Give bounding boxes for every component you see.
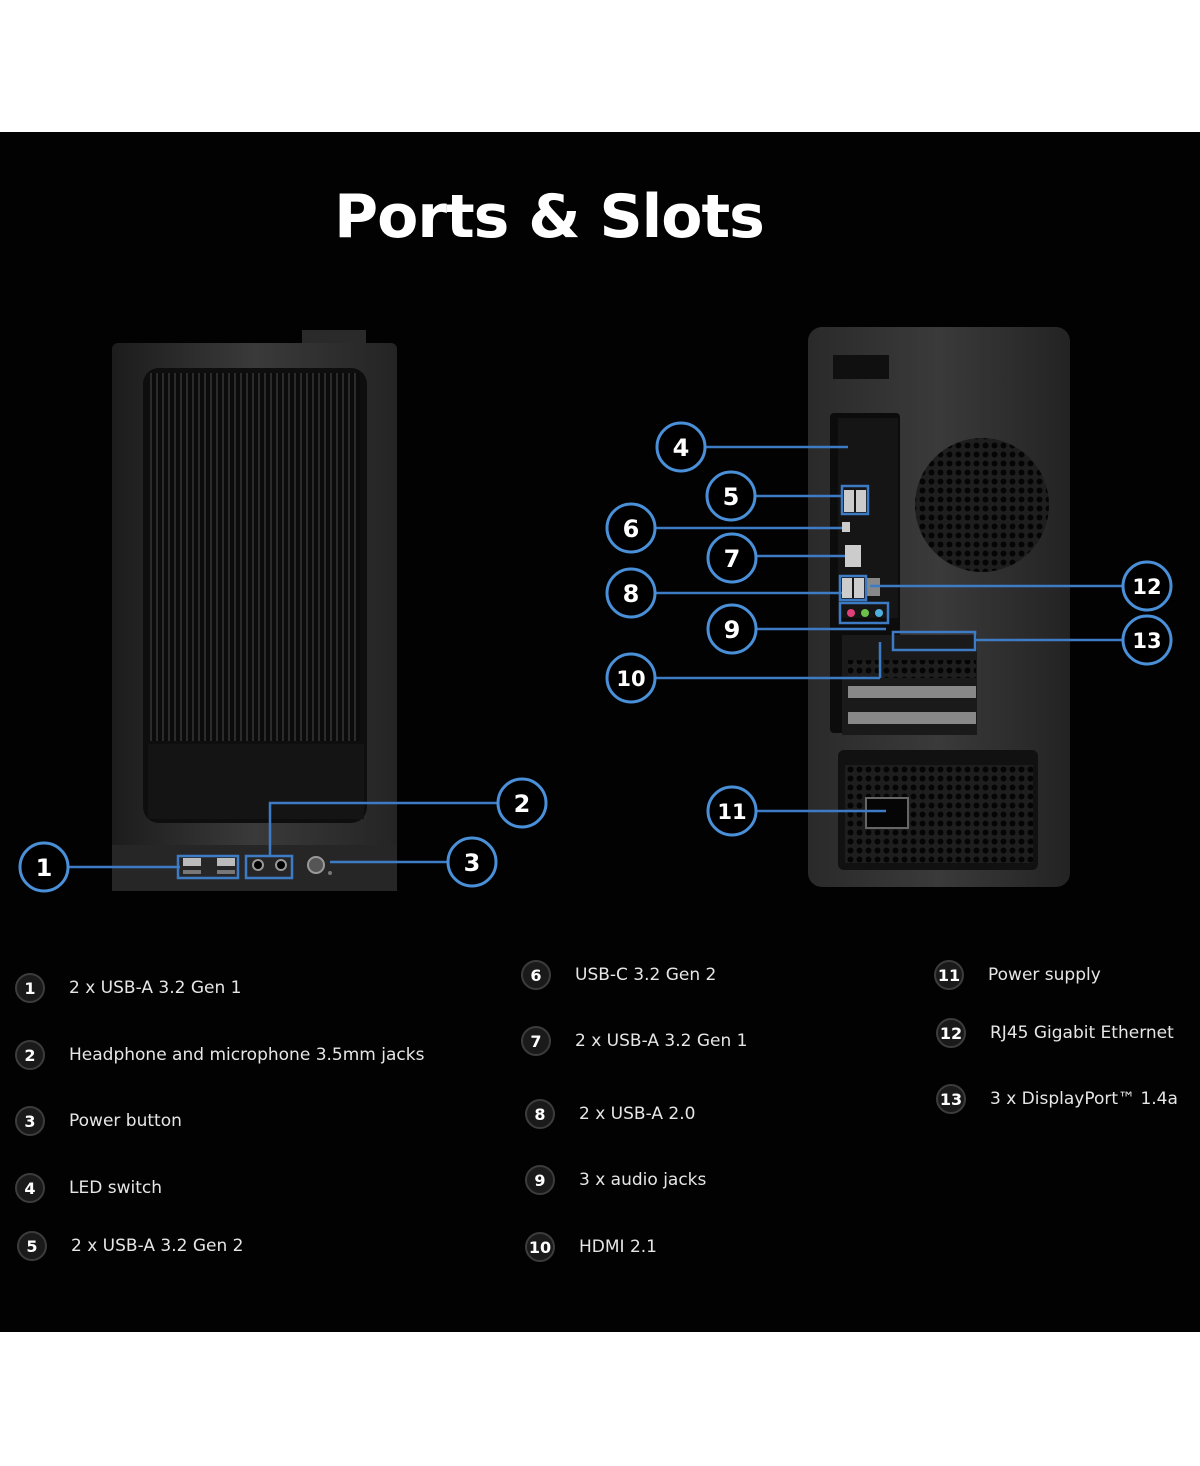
legend-badge: 8 — [525, 1099, 555, 1129]
legend-item-12: 12 RJ45 Gigabit Ethernet — [936, 1018, 1174, 1048]
svg-text:1: 1 — [36, 854, 53, 882]
legend-label: Headphone and microphone 3.5mm jacks — [69, 1045, 425, 1065]
front-audio-jacks — [252, 859, 287, 871]
callout-6: 6 — [605, 502, 657, 554]
legend-badge: 5 — [17, 1231, 47, 1261]
callout-11: 11 — [706, 785, 758, 837]
callout-4: 4 — [655, 421, 707, 473]
callout-markers: 1 2 3 4 5 6 7 8 9 10 11 12 13 — [18, 421, 1173, 893]
callout-13: 13 — [1121, 614, 1173, 666]
legend-badge: 4 — [15, 1173, 45, 1203]
legend-item-13: 13 3 x DisplayPort™ 1.4a — [936, 1084, 1178, 1114]
legend-badge: 12 — [936, 1018, 966, 1048]
legend-item-3: 3 Power button — [15, 1106, 182, 1136]
callout-2: 2 — [496, 777, 548, 829]
legend-badge: 7 — [521, 1026, 551, 1056]
legend-item-7: 7 2 x USB-A 3.2 Gen 1 — [521, 1026, 747, 1056]
legend-label: RJ45 Gigabit Ethernet — [990, 1023, 1174, 1043]
legend-badge: 9 — [525, 1165, 555, 1195]
svg-text:9: 9 — [724, 616, 741, 644]
legend-label: 2 x USB-A 3.2 Gen 1 — [575, 1031, 748, 1051]
legend-badge: 3 — [15, 1106, 45, 1136]
svg-text:10: 10 — [616, 667, 645, 691]
svg-text:4: 4 — [673, 434, 690, 462]
front-usb-ports — [183, 858, 235, 874]
legend-label: Power supply — [988, 965, 1101, 985]
legend-item-8: 8 2 x USB-A 2.0 — [525, 1099, 695, 1129]
legend-badge: 13 — [936, 1084, 966, 1114]
svg-text:7: 7 — [724, 545, 741, 573]
callout-8: 8 — [605, 567, 657, 619]
power-button-shape — [307, 856, 325, 874]
svg-text:5: 5 — [723, 483, 740, 511]
legend-badge: 11 — [934, 960, 964, 990]
callout-10: 10 — [605, 652, 657, 704]
front-chassis — [112, 330, 397, 891]
callout-1: 1 — [18, 841, 70, 893]
svg-text:6: 6 — [623, 515, 640, 543]
legend-item-1: 1 2 x USB-A 3.2 Gen 1 — [15, 973, 241, 1003]
svg-text:3: 3 — [464, 849, 481, 877]
svg-text:2: 2 — [514, 790, 531, 818]
callout-9: 9 — [706, 603, 758, 655]
callout-12: 12 — [1121, 560, 1173, 612]
legend-badge: 2 — [15, 1040, 45, 1070]
legend-badge: 1 — [15, 973, 45, 1003]
callout-3: 3 — [446, 836, 498, 888]
legend-label: USB-C 3.2 Gen 2 — [575, 965, 717, 985]
rear-audio-jacks — [847, 609, 883, 617]
callout-lines — [68, 445, 1123, 880]
legend-label: 2 x USB-A 2.0 — [579, 1104, 696, 1124]
legend-item-10: 10 HDMI 2.1 — [525, 1232, 657, 1262]
legend-label: 3 x audio jacks — [579, 1170, 707, 1190]
svg-text:11: 11 — [717, 800, 746, 824]
callout-7: 7 — [706, 532, 758, 584]
legend-badge: 6 — [521, 960, 551, 990]
svg-text:12: 12 — [1132, 575, 1161, 599]
legend-item-4: 4 LED switch — [15, 1173, 162, 1203]
back-chassis — [808, 327, 1070, 887]
legend-item-5: 5 2 x USB-A 3.2 Gen 2 — [17, 1231, 243, 1261]
svg-text:13: 13 — [1132, 629, 1161, 653]
legend-badge: 10 — [525, 1232, 555, 1262]
legend-item-6: 6 USB-C 3.2 Gen 2 — [521, 960, 716, 990]
rear-fan-grille — [915, 438, 1049, 572]
legend-label: 2 x USB-A 3.2 Gen 2 — [71, 1236, 244, 1256]
legend-item-11: 11 Power supply — [934, 960, 1101, 990]
legend-label: Power button — [69, 1111, 182, 1131]
legend-label: 2 x USB-A 3.2 Gen 1 — [69, 978, 242, 998]
page-title: Ports & Slots — [334, 182, 765, 252]
legend-label: LED switch — [69, 1178, 162, 1198]
legend-item-9: 9 3 x audio jacks — [525, 1165, 706, 1195]
legend-label: HDMI 2.1 — [579, 1237, 657, 1257]
callout-5: 5 — [705, 470, 757, 522]
legend-label: 3 x DisplayPort™ 1.4a — [990, 1089, 1178, 1109]
product-illustration: 1 2 3 4 5 6 7 8 9 10 11 12 13 — [18, 327, 1173, 893]
legend-item-2: 2 Headphone and microphone 3.5mm jacks — [15, 1040, 424, 1070]
svg-text:8: 8 — [623, 580, 640, 608]
